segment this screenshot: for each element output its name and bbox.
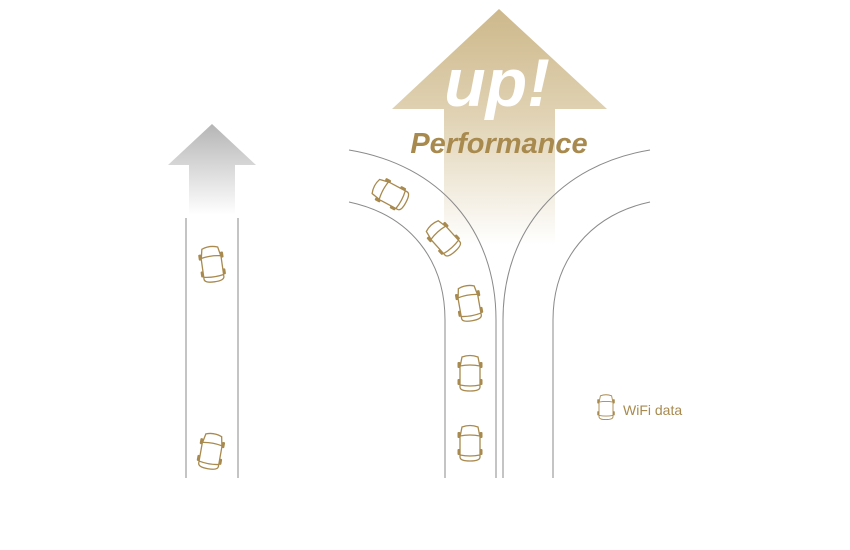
car-icon xyxy=(453,282,486,324)
car-icon xyxy=(456,424,484,462)
straight-road xyxy=(185,218,239,478)
car-icon xyxy=(196,244,228,285)
legend-label: WiFi data xyxy=(623,402,682,418)
legend-car-icon xyxy=(596,394,616,421)
car-icon xyxy=(456,354,484,392)
car-icon xyxy=(194,430,227,472)
performance-text: Performance xyxy=(410,128,587,160)
gray-arrow-icon xyxy=(168,124,256,215)
up-text: up! xyxy=(444,45,550,121)
car-icon xyxy=(368,174,413,215)
merging-road xyxy=(348,149,651,478)
gold-arrow-icon xyxy=(392,9,607,245)
